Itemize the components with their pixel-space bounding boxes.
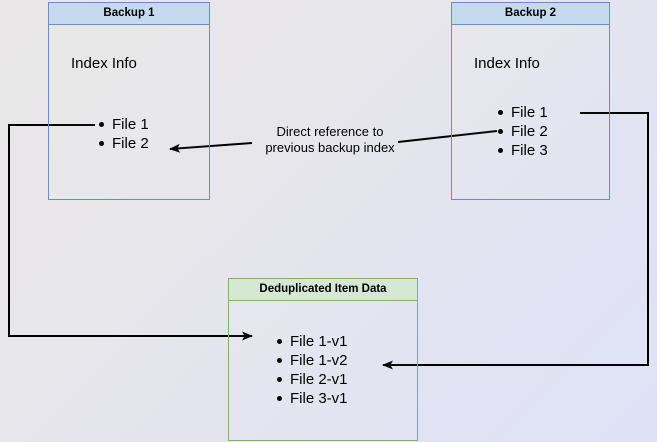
list-item: File 1-v1 <box>277 332 348 351</box>
node-backup-2-body: Index Info File 1 File 2 File 3 <box>452 25 609 199</box>
node-backup-1-header: Backup 1 <box>49 3 209 25</box>
bullet-icon <box>277 377 282 382</box>
node-dedup-body: File 1-v1 File 1-v2 File 2-v1 File 3-v1 <box>229 301 417 440</box>
list-item-label: File 1 <box>112 116 149 133</box>
bullet-icon <box>498 148 503 153</box>
bullet-icon <box>99 122 104 127</box>
node-deduplicated-item-data[interactable]: Deduplicated Item Data File 1-v1 File 1-… <box>228 278 418 441</box>
bullet-icon <box>498 129 503 134</box>
list-item: File 2 <box>498 122 548 141</box>
bullet-icon <box>277 339 282 344</box>
edge-label-line-1: Direct reference to <box>276 124 384 139</box>
list-item: File 2 <box>99 134 149 153</box>
backup-1-file-list: File 1 File 2 <box>99 115 149 153</box>
node-backup-2[interactable]: Backup 2 Index Info File 1 File 2 File 3 <box>451 2 610 200</box>
list-item-label: File 1-v1 <box>290 333 348 350</box>
list-item: File 1 <box>99 115 149 134</box>
list-item-label: File 2 <box>112 135 149 152</box>
node-backup-1[interactable]: Backup 1 Index Info File 1 File 2 <box>48 2 210 200</box>
list-item: File 2-v1 <box>277 370 348 389</box>
list-item-label: File 3-v1 <box>290 390 348 407</box>
backup-2-index-info-label: Index Info <box>474 55 540 72</box>
bullet-icon <box>498 110 503 115</box>
edge-label-direct-reference: Direct reference to previous backup inde… <box>250 124 410 156</box>
edge-label-line-2: previous backup index <box>265 140 395 155</box>
dedup-file-list: File 1-v1 File 1-v2 File 2-v1 File 3-v1 <box>277 332 348 408</box>
node-backup-2-header: Backup 2 <box>452 3 609 25</box>
list-item-label: File 3 <box>511 142 548 159</box>
bullet-icon <box>277 358 282 363</box>
backup-1-index-info-label: Index Info <box>71 55 137 72</box>
list-item: File 3 <box>498 141 548 160</box>
node-backup-1-body: Index Info File 1 File 2 <box>49 25 209 199</box>
node-dedup-header: Deduplicated Item Data <box>229 279 417 301</box>
list-item-label: File 2 <box>511 123 548 140</box>
backup-2-file-list: File 1 File 2 File 3 <box>498 103 548 160</box>
list-item: File 1-v2 <box>277 351 348 370</box>
list-item-label: File 1 <box>511 104 548 121</box>
list-item-label: File 2-v1 <box>290 371 348 388</box>
bullet-icon <box>277 396 282 401</box>
list-item-label: File 1-v2 <box>290 352 348 369</box>
bullet-icon <box>99 141 104 146</box>
list-item: File 1 <box>498 103 548 122</box>
list-item: File 3-v1 <box>277 389 348 408</box>
